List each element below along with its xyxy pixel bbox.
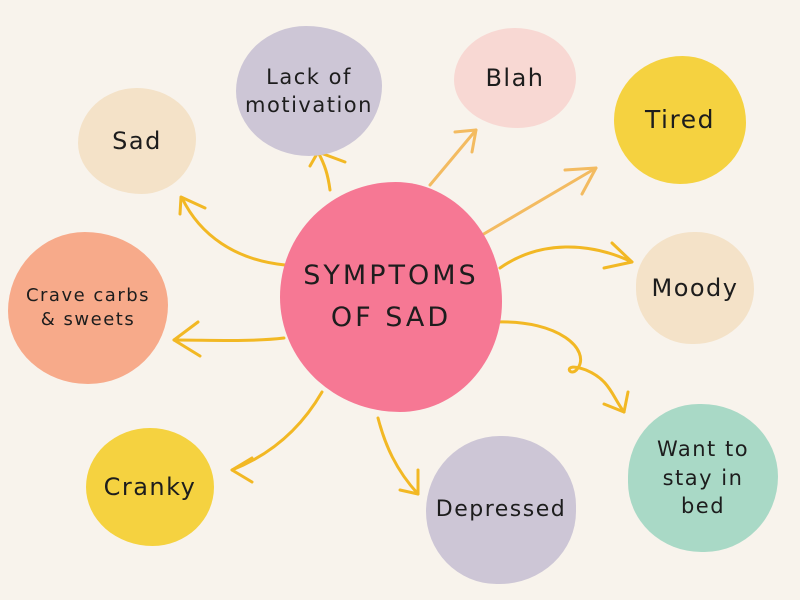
node-depressed-label: Depressed [435,497,567,523]
central-topic-label: SYMPTOMS OF SAD [303,260,479,333]
arrow-to-want-to-stay-in-bed [494,320,630,414]
node-sad-label: Sad [112,126,162,155]
arrow-to-depressed [376,416,420,496]
node-tired: Tired [614,56,746,184]
node-sad: Sad [78,88,196,194]
arrow-to-tired [480,166,598,237]
arrow-to-lack-of-motivation [308,150,347,192]
node-blah: Blah [454,28,576,128]
node-blah-label: Blah [485,63,545,92]
central-topic-symptoms-of-sad: SYMPTOMS OF SAD [280,182,502,412]
arrow-to-sad [178,195,287,267]
arrow-to-cranky [230,390,324,484]
arrow-to-crave-carbs-sweets [172,320,286,358]
node-cranky-label: Cranky [103,472,197,501]
arrow-to-moody [498,241,634,270]
node-depressed: Depressed [426,436,576,584]
node-moody-label: Moody [651,273,739,302]
node-cranky: Cranky [86,428,214,546]
node-moody: Moody [636,232,754,344]
node-lack-of-motivation: Lack of motivation [236,26,382,156]
node-lack-of-motivation-label: Lack of motivation [245,64,373,117]
node-tired-label: Tired [645,105,715,135]
node-want-to-stay-in-bed: Want to stay in bed [628,404,778,552]
node-crave-carbs-sweets-label: Crave carbs & sweets [25,284,151,330]
node-crave-carbs-sweets: Crave carbs & sweets [8,232,168,384]
node-want-to-stay-in-bed-label: Want to stay in bed [656,437,750,519]
arrow-to-blah [428,128,478,187]
